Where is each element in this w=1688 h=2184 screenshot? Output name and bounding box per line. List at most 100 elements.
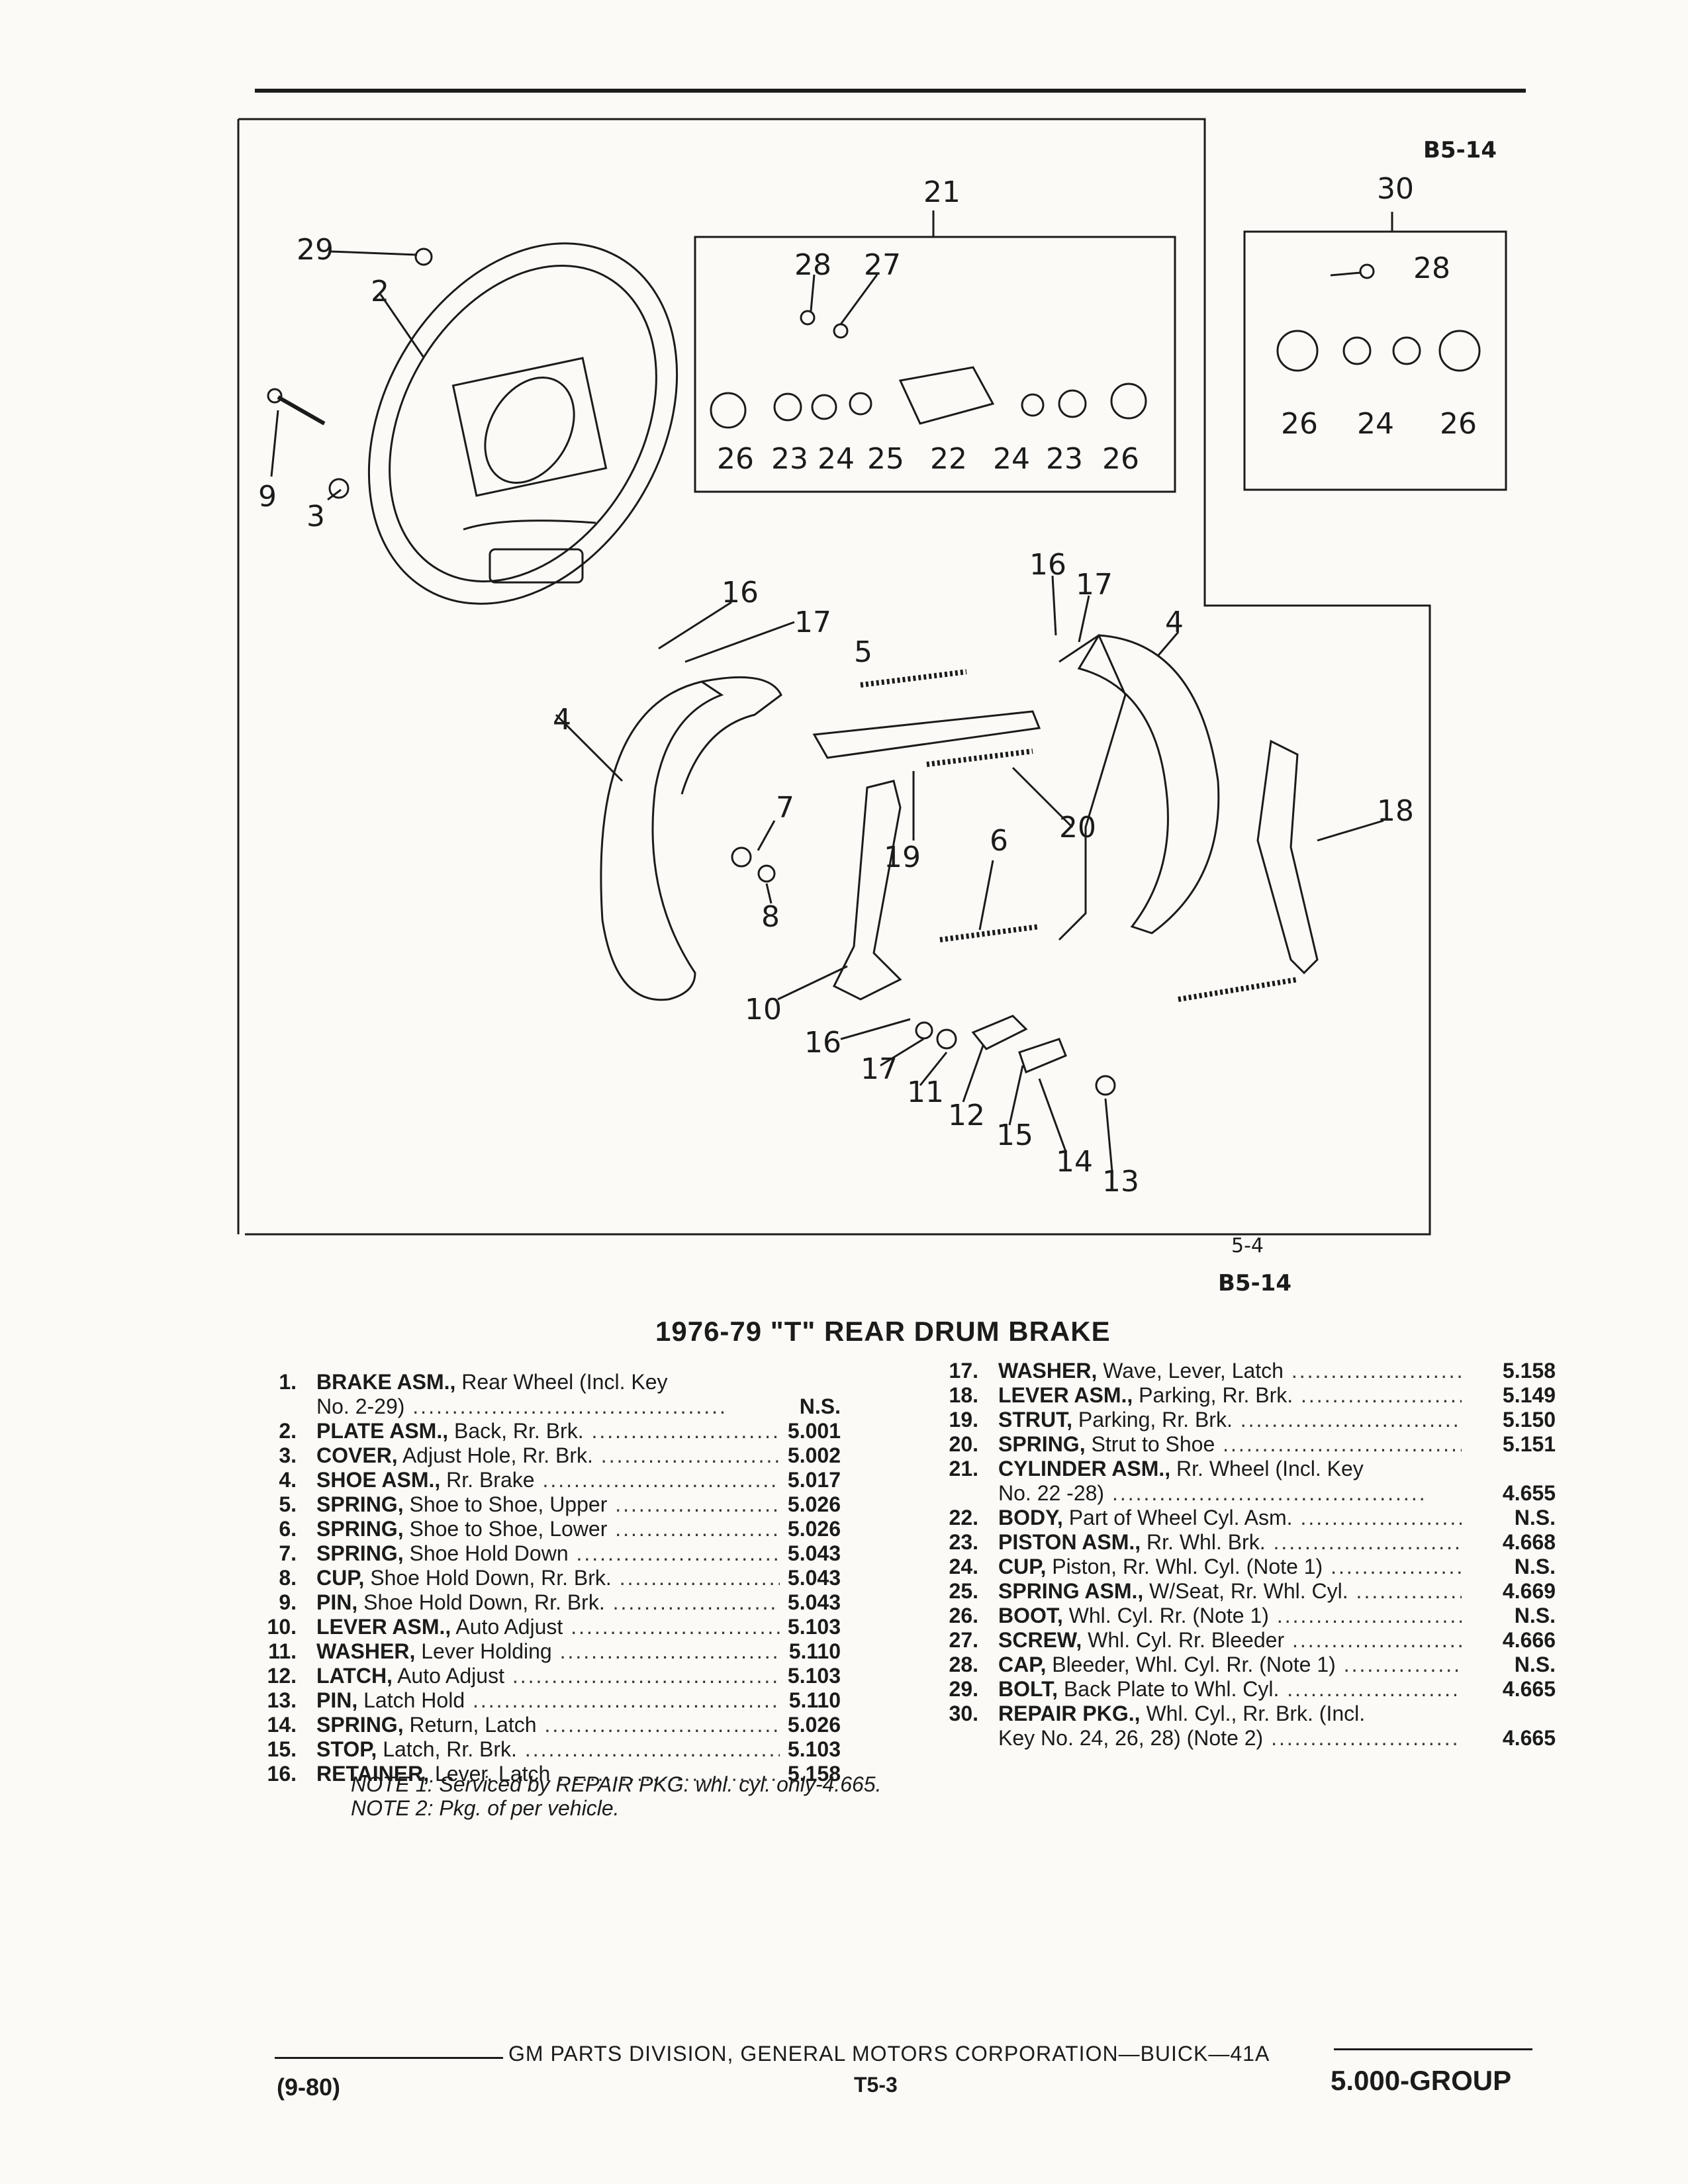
parts-row: 14.SPRING, Return, Latch ...............… bbox=[245, 1713, 861, 1737]
part-group-number: 4.655 bbox=[1502, 1481, 1556, 1505]
part-key-number: 4. bbox=[279, 1468, 297, 1492]
part-name: STRUT, bbox=[998, 1408, 1072, 1432]
part-key-number: 17. bbox=[949, 1359, 978, 1383]
footer-page: T5-3 bbox=[854, 2073, 898, 2097]
part-description: Strut to Shoe bbox=[1091, 1432, 1215, 1456]
leader-dots: ........................................ bbox=[1273, 1530, 1462, 1554]
part-name: REPAIR PKG., bbox=[998, 1702, 1141, 1725]
part-name: SPRING, bbox=[316, 1713, 404, 1737]
part-key-number: 10. bbox=[267, 1615, 297, 1639]
parts-list-right: 17.WASHER, Wave, Lever, Latch ..........… bbox=[927, 1359, 1562, 1751]
callout: 12 bbox=[948, 1099, 985, 1132]
parts-row: 21.CYLINDER ASM., Rr. Wheel (Incl. Key bbox=[927, 1457, 1562, 1481]
part-description: W/Seat, Rr. Whl. Cyl. bbox=[1149, 1579, 1348, 1603]
callout: 8 bbox=[761, 900, 780, 934]
callout: 30 bbox=[1377, 172, 1414, 206]
callout: 24 bbox=[1357, 407, 1394, 441]
callout: 28 bbox=[1413, 251, 1450, 285]
leader-dots: ........................................ bbox=[404, 1394, 727, 1418]
part-key-number: 28. bbox=[949, 1653, 978, 1676]
callout: 17 bbox=[1076, 568, 1113, 602]
part-description: Shoe to Shoe, Upper bbox=[409, 1492, 608, 1516]
part-name: PISTON ASM., bbox=[998, 1530, 1141, 1554]
part-group-number: N.S. bbox=[1514, 1604, 1556, 1627]
figure-code-top: B5-14 bbox=[1423, 137, 1497, 163]
leader-dots: ........................................ bbox=[1301, 1383, 1462, 1407]
part-key-number: 14. bbox=[267, 1713, 297, 1737]
part-name: BODY, bbox=[998, 1506, 1063, 1529]
part-description: Lever Holding bbox=[421, 1639, 552, 1663]
callout: 24 bbox=[818, 442, 855, 476]
leader-dots: ........................................ bbox=[542, 1468, 780, 1492]
part-description: Key No. 24, 26, 28) (Note 2) bbox=[998, 1726, 1264, 1750]
leader-dots: ........................................ bbox=[619, 1566, 780, 1590]
part-key-number: 1. bbox=[279, 1370, 297, 1394]
part-key-number: 11. bbox=[268, 1639, 297, 1663]
part-key-number: 12. bbox=[267, 1664, 297, 1688]
leader-dots: ........................................ bbox=[1291, 1359, 1462, 1383]
parts-row: 4.SHOE ASM., Rr. Brake .................… bbox=[245, 1468, 861, 1492]
part-key-number: 2. bbox=[279, 1419, 297, 1443]
leader-dots: ........................................ bbox=[615, 1517, 780, 1541]
part-description: Rr. Wheel (Incl. Key bbox=[1176, 1457, 1364, 1480]
callout: 26 bbox=[1102, 442, 1139, 476]
parts-row: 3.COVER, Adjust Hole, Rr. Brk. .........… bbox=[245, 1443, 861, 1468]
part-key-number: 5. bbox=[279, 1492, 297, 1516]
part-group-number: 5.026 bbox=[787, 1517, 841, 1541]
leader-dots: ........................................ bbox=[1223, 1432, 1462, 1456]
callout: 9 bbox=[258, 480, 277, 514]
part-group-number: 4.665 bbox=[1502, 1726, 1556, 1750]
footer-publisher: GM PARTS DIVISION, GENERAL MOTORS CORPOR… bbox=[508, 2042, 1270, 2066]
part-group-number: 4.666 bbox=[1502, 1628, 1556, 1652]
leader-dots: ........................................ bbox=[1287, 1677, 1462, 1701]
part-group-number: 4.665 bbox=[1502, 1677, 1556, 1701]
part-name: LATCH, bbox=[316, 1664, 393, 1688]
part-group-number: 5.043 bbox=[787, 1590, 841, 1614]
callout: 11 bbox=[907, 1075, 944, 1109]
part-key-number: 22. bbox=[949, 1506, 978, 1529]
part-group-number: 5.017 bbox=[787, 1468, 841, 1492]
part-group-number: 5.110 bbox=[788, 1639, 841, 1663]
figure-code-bottom: B5-14 bbox=[1218, 1270, 1291, 1297]
parts-row: 5.SPRING, Shoe to Shoe, Upper ..........… bbox=[245, 1492, 861, 1517]
part-name: SPRING, bbox=[316, 1492, 404, 1516]
part-key-number: 19. bbox=[949, 1408, 978, 1432]
part-description: Piston, Rr. Whl. Cyl. (Note 1) bbox=[1052, 1555, 1323, 1578]
note-2: NOTE 2: Pkg. of per vehicle. bbox=[351, 1796, 620, 1820]
note-1: NOTE 1: Serviced by REPAIR PKG. whl. cyl… bbox=[351, 1772, 882, 1796]
callout: 4 bbox=[553, 703, 571, 737]
part-key-number: 7. bbox=[279, 1541, 297, 1565]
part-group-number: 5.043 bbox=[787, 1541, 841, 1565]
leader-dots: ........................................ bbox=[1356, 1579, 1462, 1603]
part-name: SCREW, bbox=[998, 1628, 1082, 1652]
part-description: Latch Hold bbox=[363, 1688, 465, 1712]
callout: 22 bbox=[930, 442, 967, 476]
part-key-number: 16. bbox=[267, 1762, 297, 1786]
part-name: CUP, bbox=[316, 1566, 365, 1590]
part-description: Adjust Hole, Rr. Brk. bbox=[402, 1443, 593, 1467]
part-key-number: 6. bbox=[279, 1517, 297, 1541]
part-name: SPRING ASM., bbox=[998, 1579, 1144, 1603]
callout: 17 bbox=[794, 606, 831, 639]
exploded-diagram: 29 2 9 3 21 28 27 26 23 24 25 22 24 23 2… bbox=[237, 118, 1507, 1297]
part-group-number: 5.103 bbox=[787, 1615, 841, 1639]
footer-group: 5.000-GROUP bbox=[1331, 2065, 1512, 2096]
part-description: Whl. Cyl. Rr. (Note 1) bbox=[1068, 1604, 1269, 1627]
part-description: Auto Adjust bbox=[455, 1615, 563, 1639]
part-description: Rear Wheel (Incl. Key bbox=[461, 1370, 668, 1394]
parts-row: 17.WASHER, Wave, Lever, Latch ..........… bbox=[927, 1359, 1562, 1383]
part-name: STOP, bbox=[316, 1737, 377, 1761]
callout: 29 bbox=[297, 233, 334, 267]
leader-dots: ........................................ bbox=[1240, 1408, 1462, 1432]
parts-row: 20.SPRING, Strut to Shoe ...............… bbox=[927, 1432, 1562, 1457]
callout: 4 bbox=[1165, 606, 1184, 639]
leader-dots: ........................................ bbox=[559, 1639, 780, 1663]
part-key-number: 15. bbox=[267, 1737, 297, 1761]
callout: 26 bbox=[1281, 407, 1318, 441]
parts-row: 16.RETAINER, Lever, Latch ..............… bbox=[245, 1762, 861, 1786]
part-description: Whl. Cyl. Rr. Bleeder bbox=[1088, 1628, 1285, 1652]
callout: 5 bbox=[854, 635, 872, 669]
part-group-number: 5.110 bbox=[788, 1688, 841, 1712]
part-group-number: 5.158 bbox=[787, 1762, 841, 1786]
callout: 25 bbox=[867, 442, 904, 476]
